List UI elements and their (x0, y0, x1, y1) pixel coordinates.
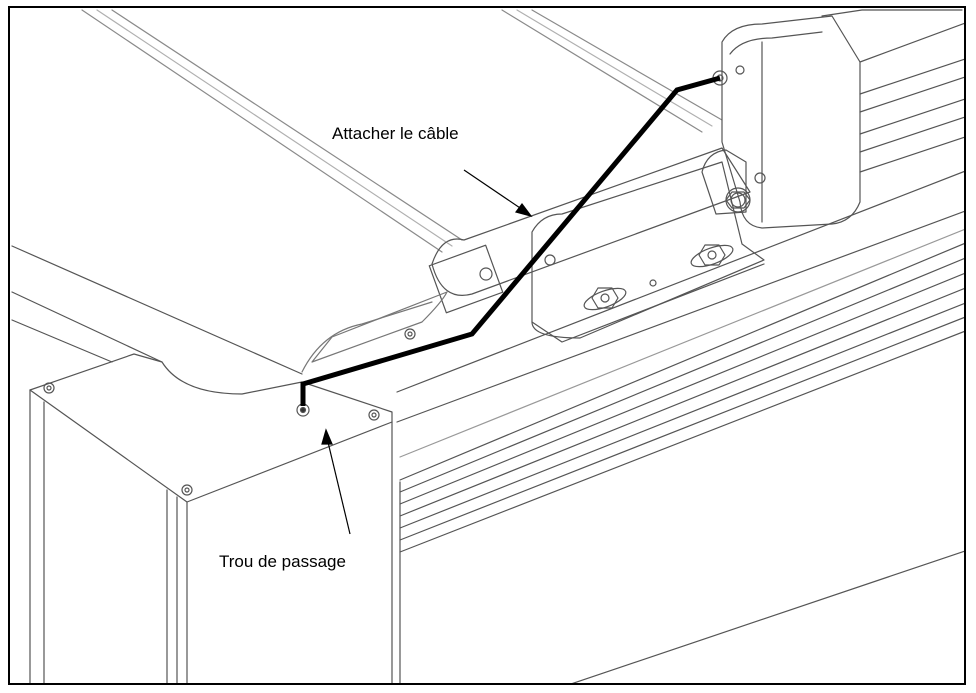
arrowhead-hole (321, 428, 333, 445)
leader-line-hole (326, 437, 351, 535)
label-attach-cable: Attacher le câble (332, 124, 459, 143)
arrowhead-attach (514, 203, 533, 218)
cable (300, 75, 721, 406)
leader-line-attach (463, 169, 527, 213)
hinge-arm (301, 147, 751, 373)
mounting-bracket (531, 161, 765, 343)
diagram-frame: Attacher le câble Trou de passage (8, 6, 966, 685)
actuator-motor (701, 9, 964, 229)
technical-drawing (11, 9, 964, 683)
label-pass-hole: Trou de passage (219, 552, 346, 571)
long-beam (396, 170, 964, 683)
top-rails (11, 9, 723, 375)
corner-post (29, 328, 416, 683)
